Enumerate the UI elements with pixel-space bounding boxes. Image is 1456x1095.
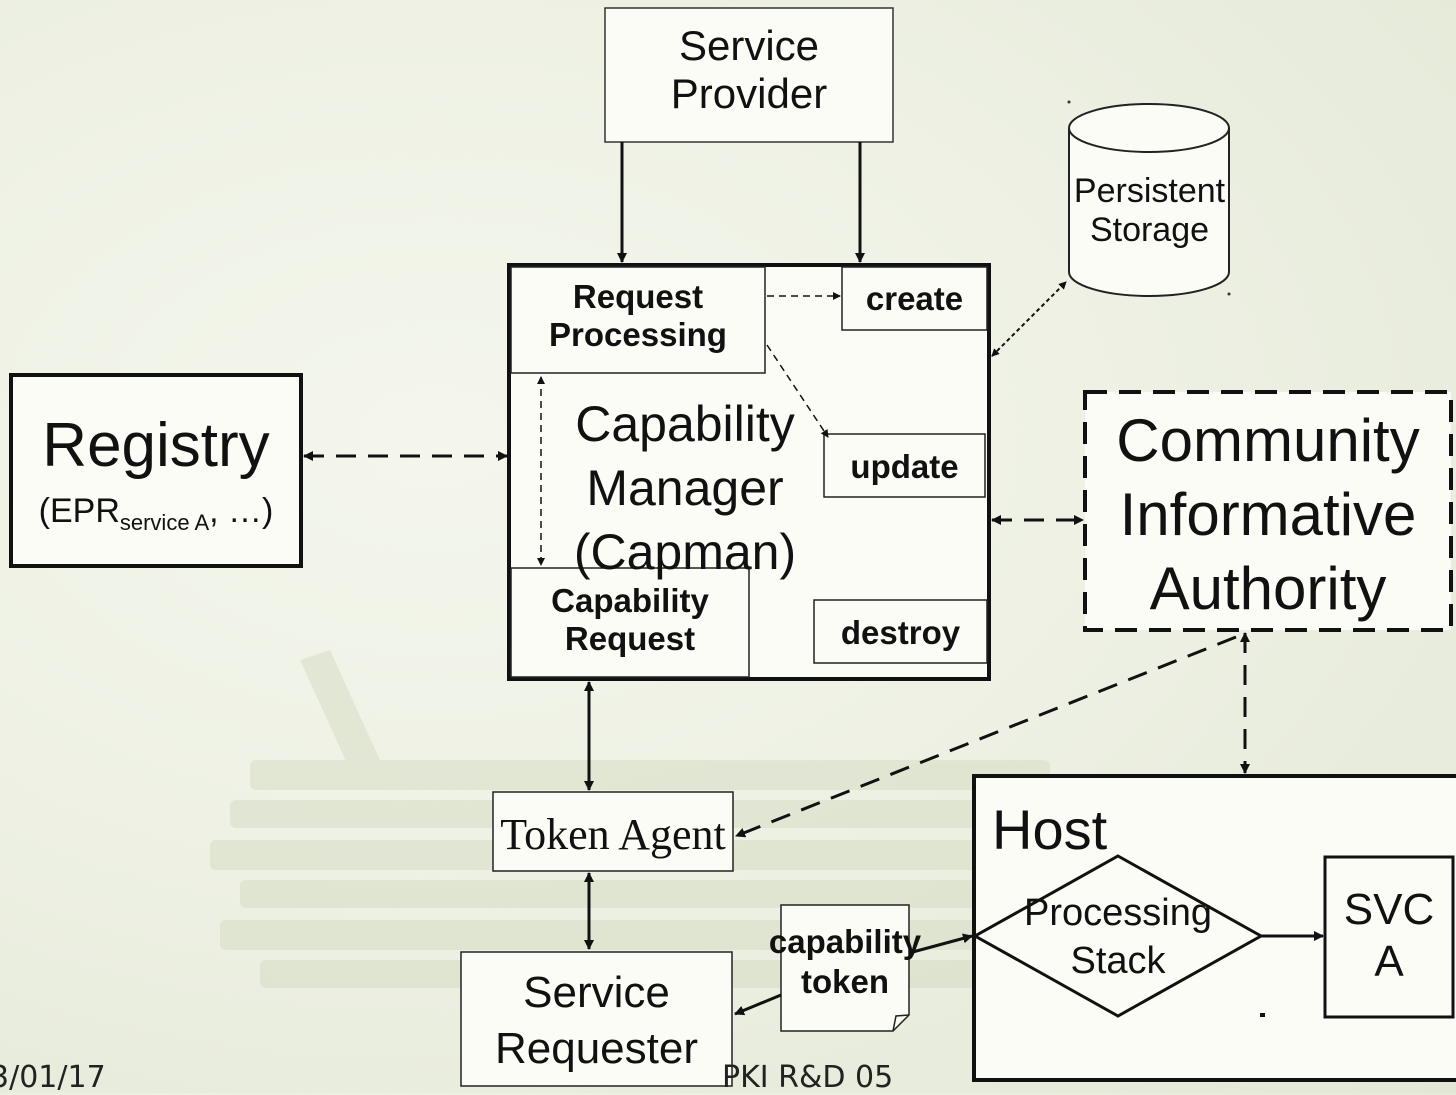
token-agent-box <box>492 791 734 872</box>
request-processing-label: Request Processing <box>549 278 727 353</box>
arrow-request-to-update <box>766 344 829 438</box>
capability-request-box <box>510 567 750 678</box>
request-processing-box <box>510 266 766 374</box>
create-label: create <box>865 280 964 317</box>
svc-a-box <box>1323 855 1455 1019</box>
svc-a-label: SVC A <box>1343 885 1435 986</box>
service-provider-box <box>604 7 894 143</box>
update-box <box>823 433 986 498</box>
create-box <box>841 266 988 331</box>
processing-stack-label: Processing Stack <box>1024 892 1212 982</box>
token-agent-label: Token Agent <box>500 810 726 859</box>
arrow-token-to-requester <box>734 993 782 1016</box>
capability-request-label: Capability Request <box>551 582 709 657</box>
capability-token-label: capability token <box>768 923 922 1000</box>
community-authority-box <box>1083 390 1453 632</box>
registry-title: Registry <box>42 411 270 480</box>
footer-date: 3/01/17 <box>0 1060 106 1095</box>
capability-token-doc <box>780 904 910 1032</box>
arrow-storage-manager <box>991 281 1067 357</box>
service-requester-box <box>460 951 733 1087</box>
processing-stack-diamond <box>971 854 1265 1018</box>
persistent-storage-label: Persistent Storage <box>1073 172 1226 250</box>
destroy-box <box>813 599 988 664</box>
registry-subtitle: (EPRservice A, …) <box>38 492 274 535</box>
destroy-label: destroy <box>840 614 961 651</box>
community-authority-label: Community Informative Authority <box>1116 407 1420 622</box>
persistent-storage-cylinder <box>1068 103 1230 297</box>
registry-box <box>9 373 303 568</box>
capability-manager-label: Capability Manager (Capman) <box>573 396 797 580</box>
service-provider-label: Service Provider <box>670 22 828 118</box>
footer-label: PKI R&D 05 <box>722 1060 894 1095</box>
arrow-community-tokenagent <box>735 635 1237 838</box>
arrow-token-to-stack <box>908 933 973 955</box>
update-label: update <box>850 448 959 485</box>
service-requester-label: Service Requester <box>494 968 698 1073</box>
host-label: Host <box>992 798 1108 861</box>
